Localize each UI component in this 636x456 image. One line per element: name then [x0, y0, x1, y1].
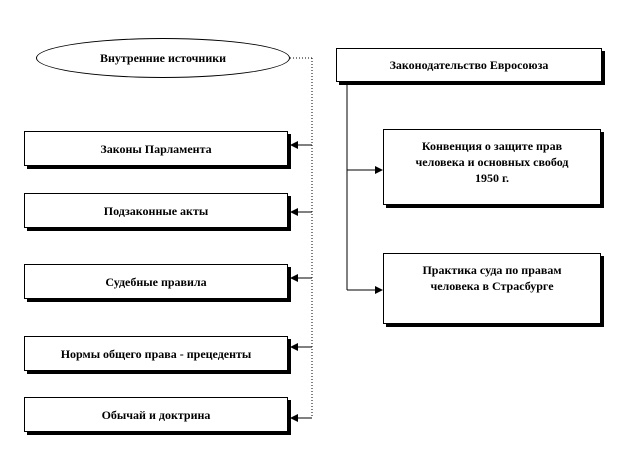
eu-legislation-header: Законодательство Евросоюза — [336, 48, 602, 82]
domestic-source-label: Нормы общего права - прецеденты — [60, 346, 252, 361]
eu-source-label: Практика суда по правам человека в Страс… — [422, 263, 562, 293]
domestic-source-custom-doctrine: Обычай и доктрина — [24, 397, 288, 432]
eu-source-convention: Конвенция о защите прав человека и основ… — [383, 129, 601, 205]
domestic-source-label: Обычай и доктрина — [101, 407, 211, 422]
domestic-sources-header-label: Внутренние источники — [99, 51, 227, 65]
domestic-sources-header: Внутренние источники — [36, 38, 290, 78]
eu-source-strasbourg-practice: Практика суда по правам человека в Страс… — [383, 253, 601, 324]
domestic-source-bylaws: Подзаконные акты — [24, 193, 288, 228]
domestic-source-label: Судебные правила — [105, 274, 207, 289]
eu-source-label: Конвенция о защите прав человека и основ… — [415, 139, 569, 185]
domestic-source-parliament-laws: Законы Парламента — [24, 131, 288, 166]
domestic-source-court-rules: Судебные правила — [24, 264, 288, 299]
domestic-source-precedents: Нормы общего права - прецеденты — [24, 336, 288, 371]
domestic-source-label: Законы Парламента — [100, 141, 212, 156]
domestic-source-label: Подзаконные акты — [103, 203, 209, 218]
eu-legislation-header-label: Законодательство Евросоюза — [389, 58, 549, 72]
